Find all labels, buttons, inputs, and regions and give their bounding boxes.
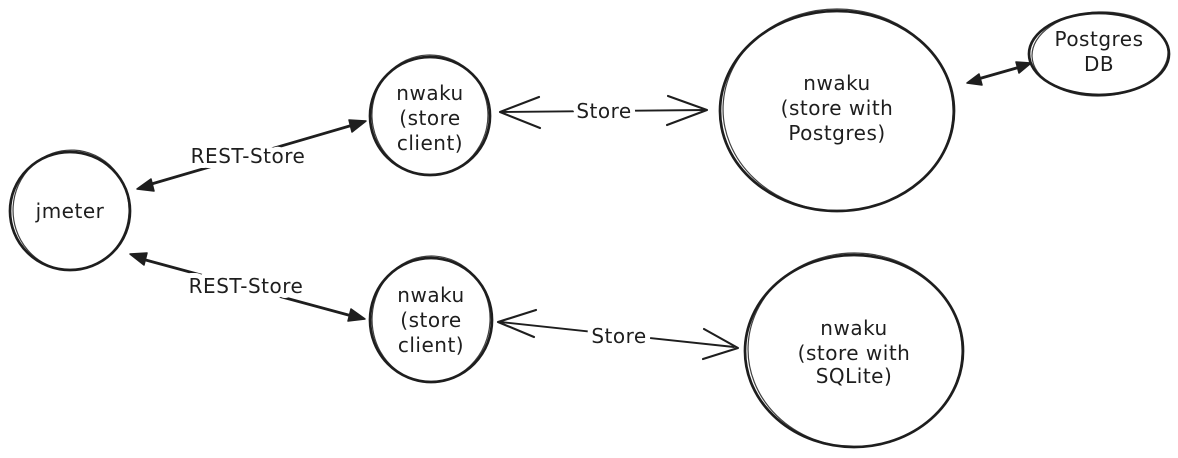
arrowhead [1015,61,1032,74]
edge-label-rest-store-bottom: REST-Store [189,274,304,298]
edge-label-store-top: Store [576,99,631,123]
arrowhead [129,252,148,266]
arrowhead [701,327,740,361]
node-postgres-db[interactable]: Postgres DB [1027,10,1171,99]
node-jmeter-label: jmeter [35,199,105,223]
arrowhead [498,95,542,130]
svg-text:nwaku: nwaku [396,81,463,105]
svg-text:Postgres: Postgres [1054,27,1143,51]
svg-text:(store: (store [399,106,460,130]
edge-label-rest-store-top: REST-Store [191,144,306,168]
svg-text:DB: DB [1084,52,1114,76]
svg-text:client): client) [398,333,464,357]
svg-text:(store: (store [400,308,461,332]
arrowhead [496,308,538,339]
svg-text:nwaku: nwaku [397,283,464,307]
edge-label-store-bottom: Store [591,324,646,348]
svg-text:SQLite): SQLite) [816,364,893,388]
arrowhead [347,308,366,322]
node-nwaku-store-client-bottom[interactable]: nwaku (store client) [368,253,494,385]
node-nwaku-store-sqlite[interactable]: nwaku (store with SQLite) [743,249,966,450]
svg-text:nwaku: nwaku [820,316,887,340]
node-nwaku-store-client-top[interactable]: nwaku (store client) [368,52,492,178]
arrowhead [665,94,709,127]
arrowhead [966,73,983,86]
edge-postgres-db-link[interactable] [966,61,1032,86]
edge-store-top[interactable]: Store [498,94,709,130]
node-jmeter[interactable]: jmeter [8,147,132,273]
svg-text:(store with: (store with [798,341,911,365]
svg-text:client): client) [397,131,463,155]
svg-text:Postgres): Postgres) [788,121,885,145]
edge-store-bottom[interactable]: Store [496,308,740,361]
arrowhead [136,178,155,192]
edge-rest-store-bottom[interactable]: REST-Store [129,252,366,322]
edge-rest-store-top[interactable]: REST-Store [136,119,367,192]
arrowhead [348,119,367,133]
svg-text:(store with: (store with [781,96,894,120]
svg-text:nwaku: nwaku [803,71,870,95]
node-nwaku-store-postgres[interactable]: nwaku (store with Postgres) [718,5,957,215]
